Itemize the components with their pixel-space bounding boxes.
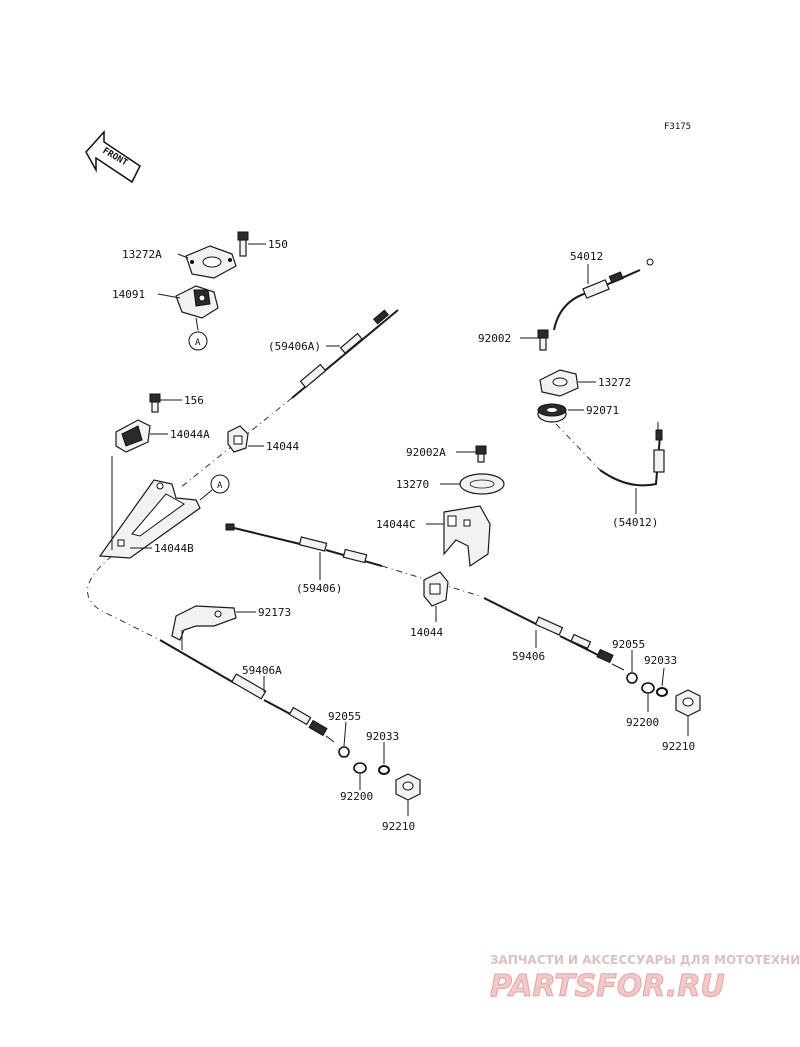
bracket-92173	[171, 605, 237, 641]
ref-marker-a-top: A	[195, 338, 201, 348]
clamp-14044-top	[227, 425, 249, 453]
watermark-tagline: ЗАПЧАСТИ И АКСЕССУАРЫ ДЛЯ МОТОТЕХНИКИ	[490, 953, 800, 967]
boot-14091	[175, 285, 219, 319]
watermark-logo: PARTSFOR.RU	[490, 969, 725, 1004]
label-59406A: 59406A	[242, 664, 282, 677]
washer-92200-right	[641, 682, 655, 694]
label-92210-right: 92210	[662, 740, 695, 753]
oring-92055-right	[626, 672, 638, 684]
nut-92210-right	[675, 689, 701, 717]
bolt-92002	[537, 329, 549, 351]
label-92200-left: 92200	[340, 790, 373, 803]
bracket-14044C	[443, 505, 491, 568]
label-156: 156	[184, 394, 204, 407]
clamp-14044A	[115, 419, 151, 453]
cable-59406A-lower	[159, 639, 335, 743]
ref-circle-a-bracket	[210, 474, 230, 494]
plate-13270	[459, 473, 505, 495]
label-13272A: 13272A	[122, 248, 162, 261]
bolt-92002A	[475, 445, 487, 463]
cable-59406-middle	[225, 523, 383, 567]
label-14044A: 14044A	[170, 428, 210, 441]
label-150: 150	[268, 238, 288, 251]
label-92173: 92173	[258, 606, 291, 619]
ref-circle-a-top	[188, 331, 208, 351]
figure-code: F3175	[664, 122, 691, 132]
cable-59406A-upper	[291, 309, 399, 399]
label-92071: 92071	[586, 404, 619, 417]
label-14091: 14091	[112, 288, 145, 301]
oring-92055-left	[338, 746, 350, 758]
lockwasher-92033-right	[656, 687, 668, 697]
label-14044-top: 14044	[266, 440, 299, 453]
gasket-13272	[539, 369, 579, 397]
gasket-13272A	[185, 245, 237, 279]
label-92200-right: 92200	[626, 716, 659, 729]
label-13272: 13272	[598, 376, 631, 389]
clamp-14044-mid	[423, 571, 449, 607]
label-92055-left: 92055	[328, 710, 361, 723]
label-92210-left: 92210	[382, 820, 415, 833]
lockwasher-92033-left	[378, 765, 390, 775]
label-14044B: 14044B	[154, 542, 194, 555]
bolt-150	[237, 231, 249, 257]
cable-59406-right	[483, 597, 625, 671]
bolt-156	[149, 393, 161, 413]
nut-92210-left	[395, 773, 421, 801]
label-92033-right: 92033	[644, 654, 677, 667]
label-54012-paren: (54012)	[612, 516, 658, 529]
washer-92200-left	[353, 762, 367, 774]
label-14044-mid: 14044	[410, 626, 443, 639]
label-92002A: 92002A	[406, 446, 446, 459]
cable-54012-upper	[553, 258, 654, 331]
label-13270: 13270	[396, 478, 429, 491]
label-59406: 59406	[512, 650, 545, 663]
front-arrow-icon: FRONT	[85, 130, 141, 184]
label-92055-right: 92055	[612, 638, 645, 651]
bracket-14044B	[98, 479, 201, 559]
seal-92071	[537, 403, 567, 423]
label-92002: 92002	[478, 332, 511, 345]
label-54012: 54012	[570, 250, 603, 263]
label-14044C: 14044C	[376, 518, 416, 531]
label-92033-left: 92033	[366, 730, 399, 743]
label-59406A-paren: (59406A)	[268, 340, 321, 353]
label-59406-paren: (59406)	[296, 582, 342, 595]
ref-marker-a-bracket: A	[217, 481, 223, 491]
cable-54012-lower	[555, 422, 665, 487]
